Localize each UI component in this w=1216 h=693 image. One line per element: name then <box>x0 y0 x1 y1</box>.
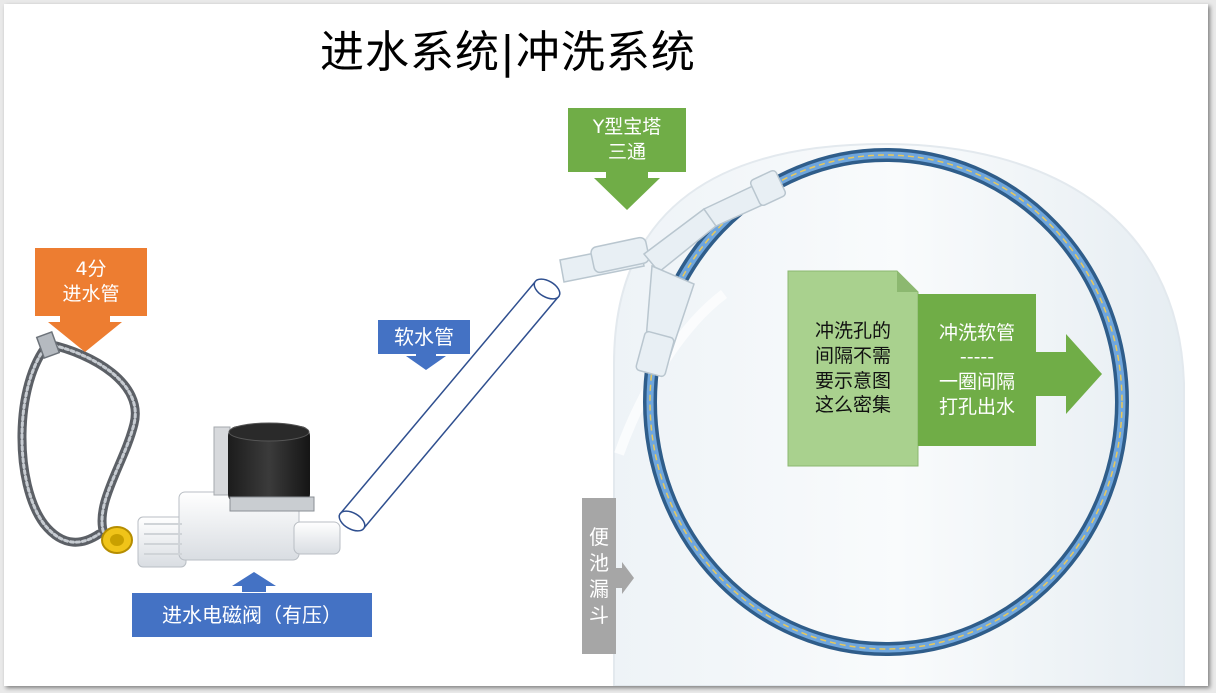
note-line-4: 这么密集 <box>814 394 891 417</box>
y-tee-label-2: 三通 <box>607 141 646 163</box>
note-line-3: 要示意图 <box>814 369 891 392</box>
braided-hose-illustration <box>17 330 140 554</box>
callout-arrows <box>48 172 1102 594</box>
solenoid-valve-label: 进水电磁阀（有压） <box>162 603 342 627</box>
funnel-label-4: 斗 <box>589 603 609 627</box>
y-tee-fitting <box>559 169 787 378</box>
inlet-pipe-label-2: 进水管 <box>62 283 120 305</box>
flush-hose-label-3: 一圈间隔 <box>938 371 1015 393</box>
flush-hose-ring <box>643 148 1129 656</box>
note-line-1: 冲洗孔的 <box>814 320 891 343</box>
inlet-pipe-label-1: 4分 <box>75 258 107 281</box>
inlet-pipe-callout: 4分 进水管 <box>35 248 147 316</box>
soft-pipe-label: 软水管 <box>394 325 454 349</box>
solenoid-valve-illustration <box>137 422 341 568</box>
funnel-label-3: 漏 <box>589 577 609 601</box>
funnel-label-1: 便 <box>589 525 609 549</box>
note-line-2: 间隔不需 <box>814 344 891 367</box>
funnel-label-2: 池 <box>589 551 609 575</box>
toilet-funnel-callout: 便 池 漏 斗 <box>582 498 616 654</box>
flush-hose-label-4: 打孔出水 <box>938 395 1015 418</box>
slide: 进水系统|冲洗系统 <box>4 4 1208 686</box>
flush-hose-callout: 冲洗软管 ----- 一圈间隔 打孔出水 <box>918 294 1036 446</box>
hole-spacing-note: 冲洗孔的 间隔不需 要示意图 这么密集 <box>788 271 918 466</box>
y-tee-label-1: Y型宝塔 <box>592 116 662 139</box>
page-title: 进水系统|冲洗系统 <box>320 27 696 78</box>
illustration-layer <box>17 142 1185 686</box>
soft-water-pipe <box>338 278 561 532</box>
flush-hose-label-2: ----- <box>959 346 995 369</box>
soft-pipe-callout: 软水管 <box>378 320 470 354</box>
solenoid-valve-callout: 进水电磁阀（有压） <box>132 593 372 637</box>
y-tee-callout: Y型宝塔 三通 <box>568 108 686 172</box>
flush-hose-label-1: 冲洗软管 <box>938 321 1015 344</box>
